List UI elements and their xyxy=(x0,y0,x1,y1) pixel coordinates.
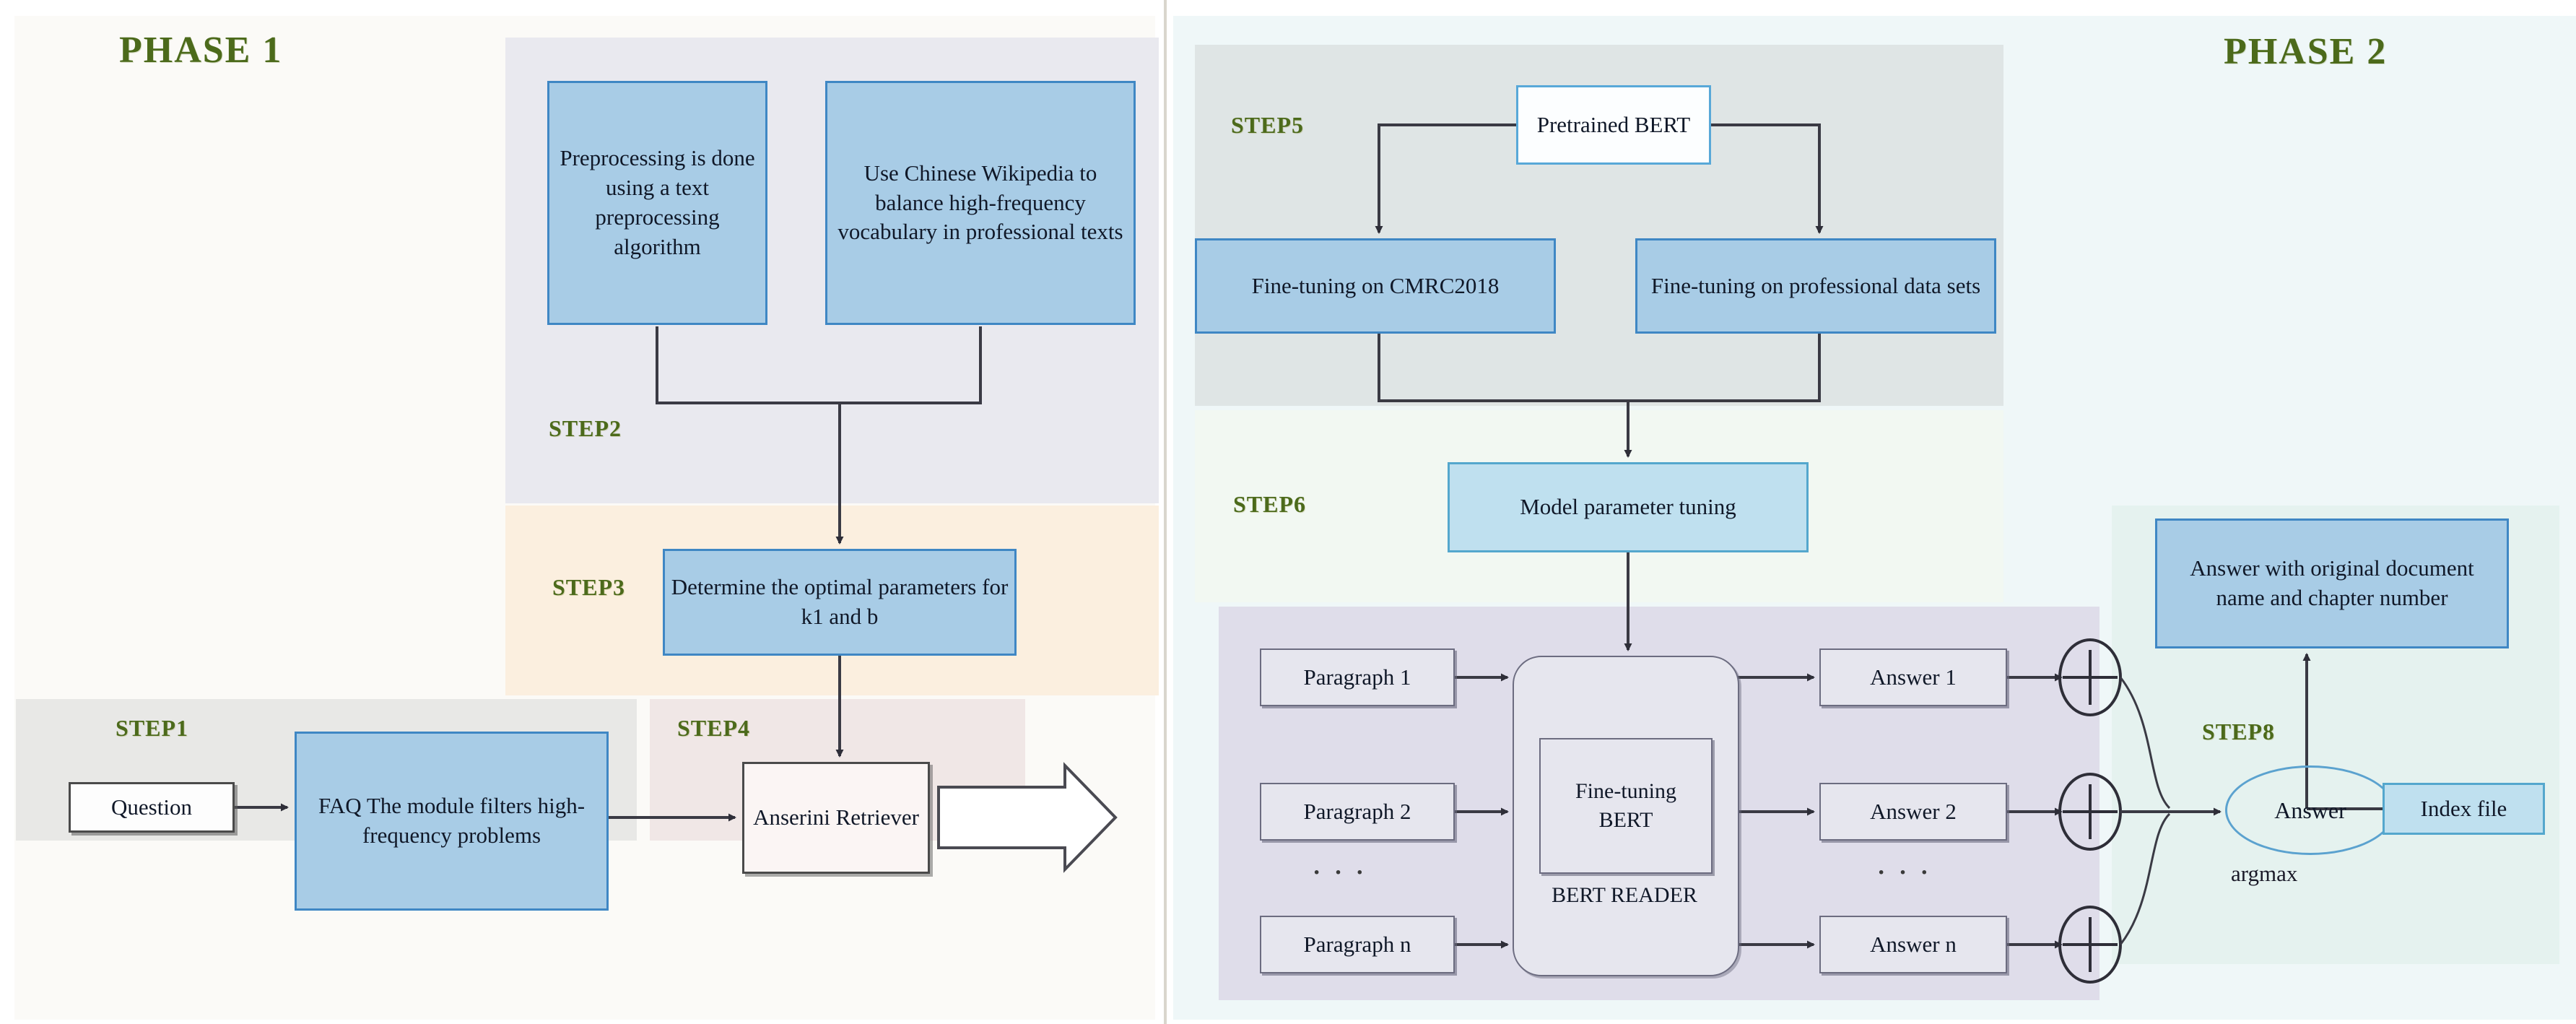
node-paragraph-n[interactable]: Paragraph n xyxy=(1260,916,1455,973)
node-optimal-parameters[interactable]: Determine the optimal parameters for k1 … xyxy=(663,549,1017,656)
node-paragraph-2[interactable]: Paragraph 2 xyxy=(1260,783,1455,841)
node-bert-reader-label: BERT READER xyxy=(1552,883,1697,907)
phase-2-title: PHASE 2 xyxy=(2224,31,2388,72)
node-anserini-retriever[interactable]: Anserini Retriever xyxy=(742,762,930,874)
node-answer-ellipse[interactable]: Answer xyxy=(2225,765,2396,855)
answer-ellipsis: · · · xyxy=(1877,859,1933,886)
step-label-step3: STEP3 xyxy=(552,574,626,600)
node-answer-1[interactable]: Answer 1 xyxy=(1819,648,2007,706)
argmax-label: argmax xyxy=(2231,861,2298,886)
node-answer-with-origin[interactable]: Answer with original document name and c… xyxy=(2155,518,2509,648)
step-label-step6: STEP6 xyxy=(1233,491,1307,517)
phase-1-title: PHASE 1 xyxy=(119,30,283,71)
node-finetuning-cmrc2018[interactable]: Fine-tuning on CMRC2018 xyxy=(1195,238,1556,334)
node-preprocessing[interactable]: Preprocessing is done using a text prepr… xyxy=(547,81,767,325)
step-label-step5: STEP5 xyxy=(1231,112,1305,138)
node-pretrained-bert[interactable]: Pretrained BERT xyxy=(1516,85,1711,165)
step-label-step2: STEP2 xyxy=(549,415,622,441)
node-model-parameter-tuning[interactable]: Model parameter tuning xyxy=(1448,462,1809,552)
node-chinese-wikipedia[interactable]: Use Chinese Wikipedia to balance high-fr… xyxy=(825,81,1136,325)
paragraph-ellipsis: · · · xyxy=(1313,859,1368,886)
node-finetuning-bert[interactable]: Fine-tuning BERT xyxy=(1539,738,1713,874)
step-label-step1: STEP1 xyxy=(116,715,189,741)
node-question[interactable]: Question xyxy=(69,782,235,833)
node-answer-n[interactable]: Answer n xyxy=(1819,916,2007,973)
phase-divider xyxy=(1164,0,1167,1024)
node-answer-2[interactable]: Answer 2 xyxy=(1819,783,2007,841)
node-faq-module[interactable]: FAQ The module filters high-frequency pr… xyxy=(295,732,609,911)
step-label-step4: STEP4 xyxy=(677,715,751,741)
step-label-step8: STEP8 xyxy=(2202,719,2276,745)
node-paragraph-1[interactable]: Paragraph 1 xyxy=(1260,648,1455,706)
node-index-file[interactable]: Index file xyxy=(2383,783,2545,835)
node-finetuning-professional[interactable]: Fine-tuning on professional data sets xyxy=(1635,238,1996,334)
